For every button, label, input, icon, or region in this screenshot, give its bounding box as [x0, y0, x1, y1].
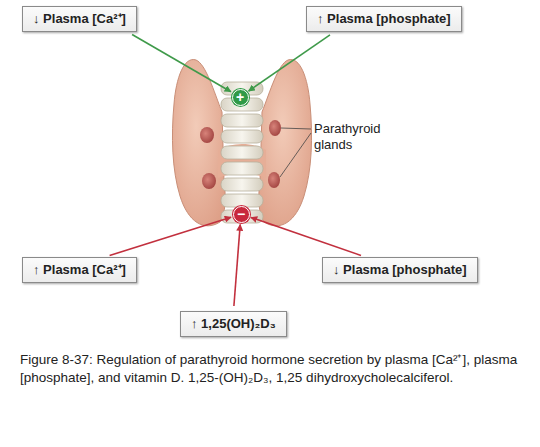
inhibitor-box: ↓ Plasma [phosphate]	[322, 257, 478, 283]
box-label: ↑ 1,25(OH)₂D₃	[191, 316, 276, 331]
box-label: ↑ Plasma [phosphate]	[317, 11, 451, 26]
leader-line	[281, 128, 311, 129]
figure-caption: Figure 8-37: Regulation of parathyroid h…	[20, 351, 525, 387]
box-label: ↓ Plasma [Ca²⁺]	[33, 11, 126, 26]
part-label: Parathyroid glands	[314, 121, 404, 153]
trachea-ring	[221, 146, 263, 159]
thyroid-isthmus	[218, 144, 266, 178]
trachea-ring	[221, 114, 263, 127]
regulation-arrow	[249, 35, 330, 91]
inhibitor-box: ↑ Plasma [Ca²⁺]	[22, 257, 137, 283]
parathyroid-gland	[200, 127, 214, 143]
trachea	[221, 82, 263, 223]
sign-symbol: +	[236, 89, 244, 105]
trachea-ring	[221, 178, 263, 191]
regulation-arrow	[234, 225, 240, 307]
inhibit-sign: −	[233, 206, 250, 223]
sign-symbol: −	[237, 206, 245, 222]
stimulus-box: ↓ Plasma [Ca²⁺]	[22, 6, 137, 32]
box-label: ↓ Plasma [phosphate]	[333, 262, 467, 277]
parathyroid-gland	[202, 173, 216, 189]
trachea-ring	[221, 130, 263, 143]
trachea-ring	[221, 162, 263, 175]
stimulus-box: ↑ Plasma [phosphate]	[306, 6, 462, 32]
inhibitor-box: ↑ 1,25(OH)₂D₃	[180, 311, 287, 337]
box-label: ↑ Plasma [Ca²⁺]	[33, 262, 126, 277]
regulation-arrow	[251, 217, 361, 255]
stimulate-sign: +	[232, 89, 249, 106]
regulation-arrow	[110, 217, 231, 255]
parathyroid-gland	[269, 120, 281, 136]
leader-line	[280, 133, 311, 177]
parathyroid-gland	[268, 172, 280, 188]
thyroid-lobe	[259, 60, 312, 226]
regulation-arrow	[132, 35, 231, 92]
